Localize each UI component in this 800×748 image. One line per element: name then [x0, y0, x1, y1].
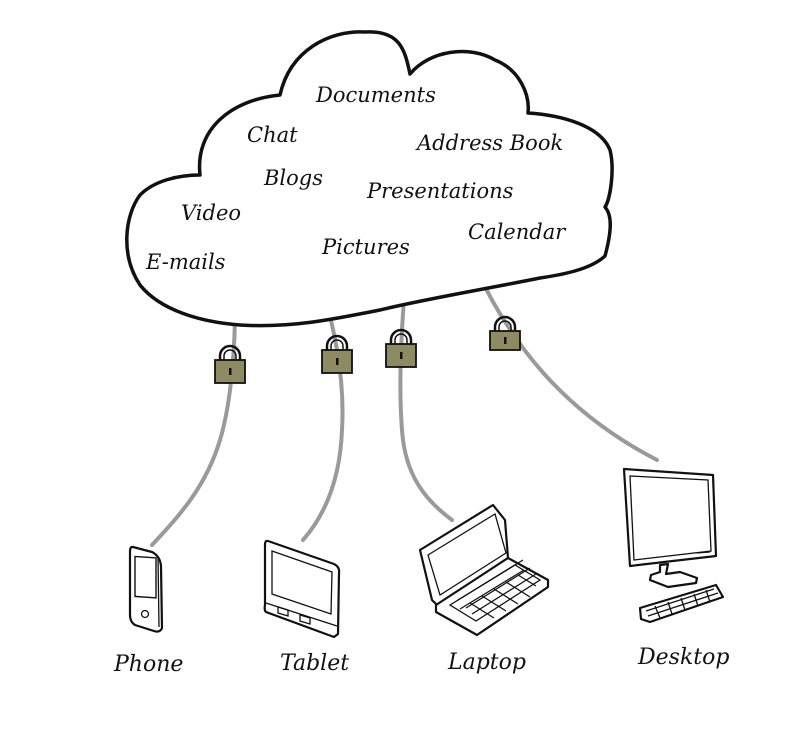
padlock-icon: [489, 315, 521, 351]
wire-phone: [150, 283, 238, 547]
wire-laptop: [398, 273, 454, 522]
service-address-book: Address Book: [415, 131, 563, 155]
wire-desktop: [475, 269, 659, 462]
wire-tablet: [301, 281, 345, 542]
service-video: Video: [181, 201, 241, 225]
service-emails: E-mails: [145, 250, 226, 274]
cloud-shape: [125, 30, 614, 328]
service-pictures: Pictures: [321, 235, 410, 259]
phone-icon: [128, 545, 164, 633]
device-label-tablet: Tablet: [280, 651, 349, 676]
padlock-icon: [214, 344, 246, 384]
tablet-icon: [263, 539, 341, 639]
service-blogs: Blogs: [263, 166, 323, 190]
padlock-icon: [385, 328, 417, 368]
service-chat: Chat: [247, 123, 298, 147]
laptop-icon: [418, 503, 550, 637]
service-calendar: Calendar: [468, 220, 567, 244]
desktop-icon: [622, 467, 725, 624]
device-label-desktop: Desktop: [637, 645, 729, 670]
service-documents: Documents: [315, 83, 436, 107]
padlock-icon: [321, 334, 353, 374]
device-label-laptop: Laptop: [447, 650, 526, 675]
device-label-phone: Phone: [113, 652, 183, 677]
service-presentations: Presentations: [366, 179, 514, 203]
